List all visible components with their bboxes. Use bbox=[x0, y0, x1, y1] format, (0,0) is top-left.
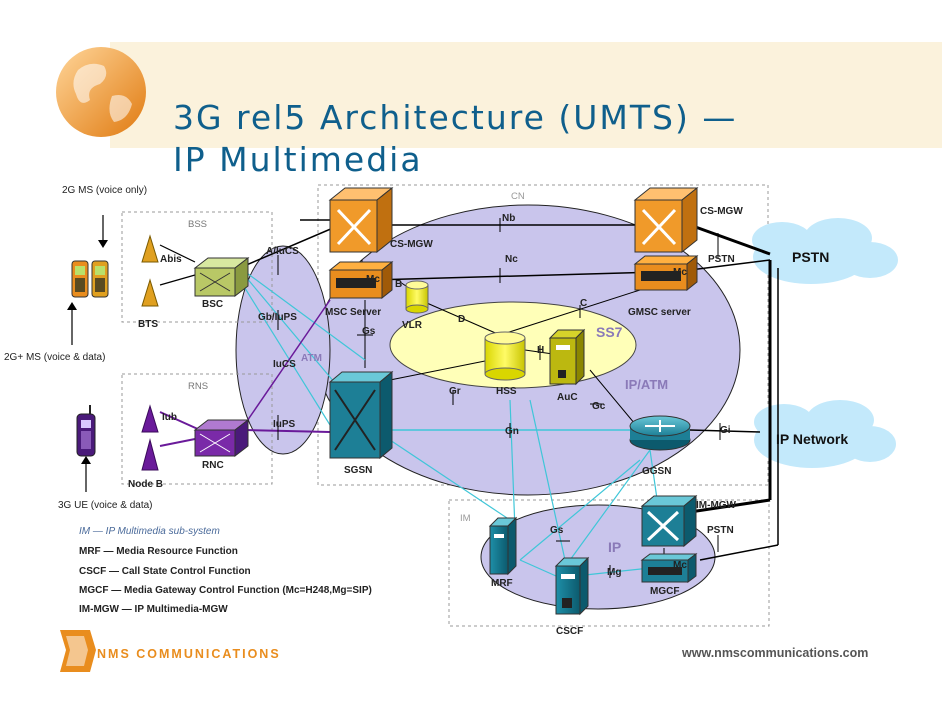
label-cs-mgw-2: CS-MGW bbox=[700, 206, 743, 217]
label-mc2: Mc bbox=[673, 267, 687, 278]
label-im: IM bbox=[460, 513, 471, 524]
mgcf-server-icon bbox=[640, 553, 698, 583]
label-sgsn: SGSN bbox=[344, 465, 372, 476]
label-pstn-if: PSTN bbox=[708, 254, 735, 265]
legend-im: IM — IP Multimedia sub-system bbox=[79, 526, 220, 537]
label-ip-atm: IP/ATM bbox=[625, 377, 668, 392]
label-iub: Iub bbox=[162, 412, 177, 423]
label-c: C bbox=[580, 298, 587, 309]
mrf-server-icon bbox=[488, 516, 518, 576]
slide-title-line2: IP Multimedia bbox=[173, 140, 423, 179]
globe-continents bbox=[73, 63, 132, 122]
cs-mgw-switch-icon-2 bbox=[633, 186, 699, 254]
legend-cscf: CSCF — Call State Control Function bbox=[79, 566, 251, 577]
label-vlr: VLR bbox=[402, 320, 423, 331]
label-auc: AuC bbox=[557, 392, 578, 403]
label-mc3: Mc bbox=[673, 560, 687, 571]
label-atm: ATM bbox=[301, 353, 322, 364]
label-cscf: CSCF bbox=[556, 626, 583, 637]
label-gmsc-server: GMSC server bbox=[628, 307, 691, 318]
cs-mgw-switch-icon bbox=[328, 186, 394, 254]
gmsc-server-icon bbox=[633, 254, 699, 292]
label-ip: IP bbox=[608, 539, 621, 555]
label-rnc: RNC bbox=[202, 460, 224, 471]
cscf-server-icon bbox=[554, 556, 590, 616]
label-pstn-if2: PSTN bbox=[707, 525, 734, 536]
hss-database-icon bbox=[484, 331, 526, 381]
label-mrf: MRF bbox=[491, 578, 513, 589]
label-b: B bbox=[395, 279, 402, 290]
label-nb: Nb bbox=[502, 213, 515, 224]
label-bsc: BSC bbox=[202, 299, 223, 310]
mobile-phone-icon bbox=[71, 260, 109, 298]
label-3g-ue: 3G UE (voice & data) bbox=[58, 500, 152, 511]
rnc-switch-icon bbox=[193, 418, 250, 458]
slide-title-line1: 3G rel5 Architecture (UMTS) — bbox=[173, 98, 738, 137]
label-cn: CN bbox=[511, 191, 525, 202]
label-h: H bbox=[537, 345, 544, 356]
label-abis: Abis bbox=[160, 254, 182, 265]
im-dashed-box bbox=[448, 499, 770, 627]
ggsn-router-icon bbox=[629, 415, 691, 451]
label-mg: Mg bbox=[607, 567, 621, 578]
label-ss7: SS7 bbox=[596, 324, 623, 340]
bsc-switch-icon bbox=[193, 256, 250, 298]
sgsn-switch-icon bbox=[328, 370, 394, 460]
legend-im-mgw: IM-MGW — IP Multimedia-MGW bbox=[79, 604, 228, 615]
label-gr: Gr bbox=[449, 386, 461, 397]
bss-box bbox=[121, 211, 273, 323]
nms-logo-mark bbox=[60, 630, 96, 672]
label-mgcf: MGCF bbox=[650, 586, 679, 597]
label-gi: Gi bbox=[720, 425, 731, 436]
label-gs: Gs bbox=[362, 326, 376, 337]
bts-tower-icon bbox=[141, 234, 159, 307]
im-mgw-switch-icon bbox=[640, 494, 698, 548]
label-msc-server: MSC Server bbox=[325, 307, 381, 318]
label-cs-mgw: CS-MGW bbox=[390, 239, 433, 250]
label-im-mgw: IM-MGW bbox=[696, 500, 737, 511]
label-gn: Gn bbox=[505, 426, 519, 437]
legend-mgcf: MGCF — Media Gateway Control Function (M… bbox=[79, 585, 372, 596]
label-iups: IuPS bbox=[273, 419, 296, 430]
label-gb-iups: Gb/IuPS bbox=[258, 312, 297, 323]
rns-box bbox=[121, 373, 273, 485]
label-ip-network: IP Network bbox=[776, 431, 848, 447]
label-nc: Nc bbox=[505, 254, 518, 265]
label-mc: Mc bbox=[366, 274, 380, 285]
label-iucs: IuCS bbox=[273, 359, 296, 370]
legend-mrf: MRF — Media Resource Function bbox=[79, 546, 238, 557]
label-bss: BSS bbox=[188, 219, 207, 230]
label-a-iucs: A/IuCS bbox=[266, 246, 299, 257]
auc-server-icon bbox=[548, 328, 586, 386]
label-bts: BTS bbox=[138, 319, 158, 330]
globe-logo bbox=[56, 47, 146, 137]
label-gs2: Gs bbox=[550, 525, 564, 536]
ue-phone-icon bbox=[76, 405, 96, 457]
label-rns: RNS bbox=[188, 381, 208, 392]
label-d: D bbox=[458, 314, 465, 325]
label-pstn: PSTN bbox=[792, 249, 829, 265]
label-hss: HSS bbox=[496, 386, 517, 397]
label-2g-plus-ms: 2G+ MS (voice & data) bbox=[4, 352, 105, 363]
header-band bbox=[110, 42, 942, 148]
label-2g-ms: 2G MS (voice only) bbox=[62, 185, 147, 196]
msc-server-icon bbox=[328, 260, 394, 300]
node-b-tower-icon bbox=[141, 404, 159, 471]
vlr-database-icon bbox=[405, 280, 429, 314]
pstn-cloud bbox=[752, 218, 898, 284]
company-logo-text: NMS COMMUNICATIONS bbox=[97, 647, 281, 661]
label-node-b: Node B bbox=[128, 479, 163, 490]
label-ggsn: GGSN bbox=[642, 466, 671, 477]
company-url: www.nmscommunications.com bbox=[682, 646, 869, 660]
label-gc: Gc bbox=[592, 401, 606, 412]
